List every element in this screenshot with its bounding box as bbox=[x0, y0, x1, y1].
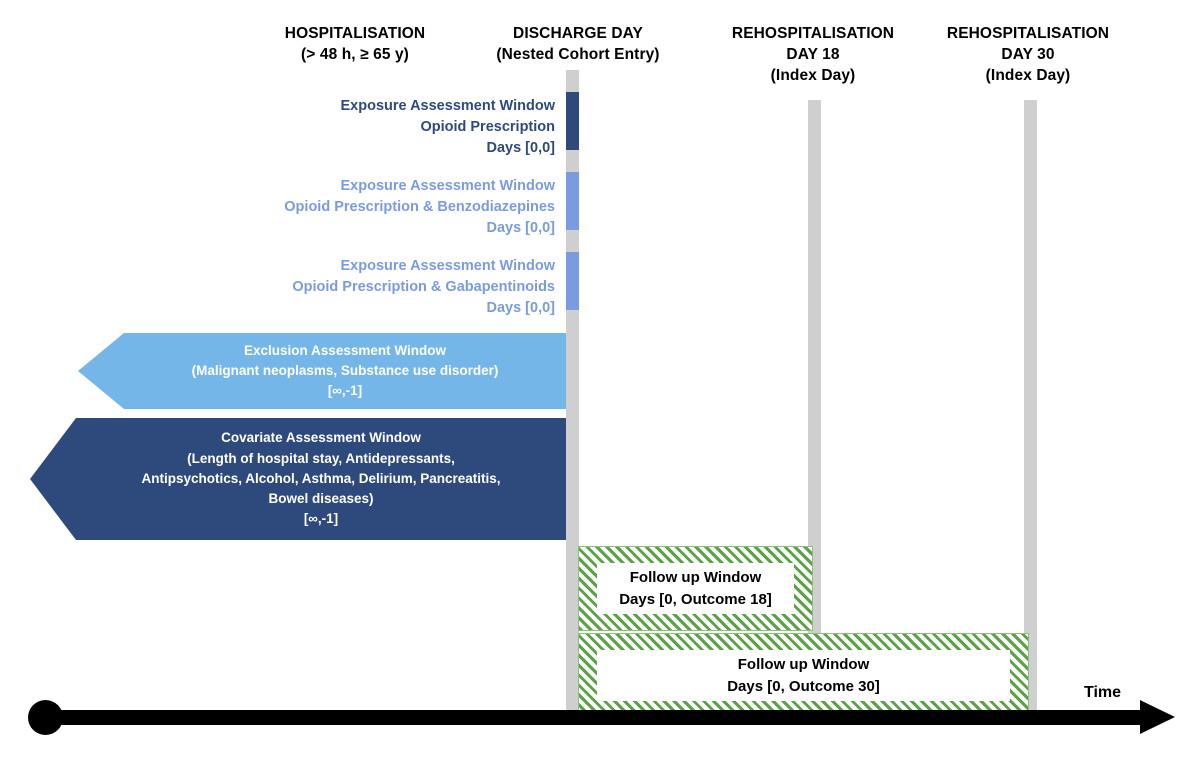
covariate-window-line4: Bowel diseases) bbox=[268, 491, 374, 507]
exposure-segment-opioid-gabapentinoids bbox=[566, 252, 579, 310]
covariate-window-line2: (Length of hospital stay, Antidepressant… bbox=[187, 450, 455, 466]
timeline-axis bbox=[45, 710, 1150, 725]
follow-up-window-18-line2: Days [0, Outcome 18] bbox=[619, 590, 772, 608]
header-rehosp-30-line2: DAY 30 bbox=[1001, 45, 1055, 63]
exposure-label-opioid-gabapentinoids: Exposure Assessment Window Opioid Prescr… bbox=[186, 256, 555, 319]
follow-up-window-18-text: Follow up Window Days [0, Outcome 18] bbox=[597, 563, 794, 614]
header-hospitalisation: HOSPITALISATION (> 48 h, ≥ 65 y) bbox=[180, 24, 530, 66]
vline-rehospitalisation-day-30 bbox=[1024, 100, 1037, 718]
exposure-segment-opioid-prescription bbox=[566, 92, 579, 150]
timeline-axis-label: Time bbox=[1084, 684, 1122, 701]
header-hospitalisation-line2: (> 48 h, ≥ 65 y) bbox=[301, 45, 409, 63]
header-rehosp-18-line3: (Index Day) bbox=[770, 66, 856, 84]
follow-up-window-30-line2: Days [0, Outcome 30] bbox=[727, 677, 880, 695]
header-rehosp-30-line3: (Index Day) bbox=[985, 66, 1071, 84]
exclusion-window-line2: (Malignant neoplasms, Substance use diso… bbox=[191, 362, 499, 378]
follow-up-window-18-line1: Follow up Window bbox=[629, 568, 762, 586]
exclusion-window-interval: [∞,-1] bbox=[327, 383, 363, 399]
exposure-label-opioid-benzodiazepines: Exposure Assessment Window Opioid Prescr… bbox=[186, 176, 555, 239]
covariate-assessment-window: Covariate Assessment Window (Length of h… bbox=[30, 418, 566, 540]
header-rehosp-30-line1: REHOSPITALISATION bbox=[946, 25, 1110, 42]
exposure-label-opioid-prescription-line2: Opioid Prescription bbox=[420, 119, 555, 136]
header-rehosp-18-line2: DAY 18 bbox=[786, 45, 840, 63]
header-discharge-day-line2: (Nested Cohort Entry) bbox=[496, 45, 660, 63]
exclusion-assessment-window: Exclusion Assessment Window (Malignant n… bbox=[78, 333, 566, 409]
exposure-label-opioid-benzodiazepines-line1: Exposure Assessment Window bbox=[340, 178, 555, 194]
covariate-window-line3: Antipsychotics, Alcohol, Asthma, Deliriu… bbox=[141, 470, 501, 486]
exclusion-window-line1: Exclusion Assessment Window bbox=[244, 342, 446, 358]
exposure-label-opioid-benzodiazepines-line2: Opioid Prescription & Benzodiazepines bbox=[284, 199, 555, 216]
exposure-label-opioid-gabapentinoids-line1: Exposure Assessment Window bbox=[340, 258, 555, 274]
header-rehospitalisation-day-30: REHOSPITALISATION DAY 30 (Index Day) bbox=[908, 24, 1148, 87]
header-hospitalisation-line1: HOSPITALISATION bbox=[284, 25, 426, 42]
exposure-label-opioid-prescription-line1: Exposure Assessment Window bbox=[340, 98, 555, 114]
exposure-label-opioid-prescription: Exposure Assessment Window Opioid Prescr… bbox=[186, 96, 555, 159]
covariate-window-interval: [∞,-1] bbox=[303, 511, 339, 527]
vline-discharge-day bbox=[566, 70, 579, 718]
header-discharge-day-line1: DISCHARGE DAY bbox=[513, 25, 643, 42]
follow-up-window-30-text: Follow up Window Days [0, Outcome 30] bbox=[597, 650, 1010, 701]
exposure-label-opioid-gabapentinoids-line2: Opioid Prescription & Gabapentinoids bbox=[292, 279, 555, 296]
exposure-label-opioid-gabapentinoids-line3: Days [0,0] bbox=[486, 300, 555, 317]
header-discharge-day: DISCHARGE DAY (Nested Cohort Entry) bbox=[438, 24, 718, 66]
exposure-label-opioid-prescription-line3: Days [0,0] bbox=[486, 140, 555, 157]
header-rehosp-18-line1: REHOSPITALISATION bbox=[731, 25, 895, 42]
header-rehospitalisation-day-18: REHOSPITALISATION DAY 18 (Index Day) bbox=[693, 24, 933, 87]
follow-up-window-30-line1: Follow up Window bbox=[737, 655, 870, 673]
follow-up-window-18: Follow up Window Days [0, Outcome 18] bbox=[578, 546, 813, 631]
exposure-segment-opioid-benzodiazepines bbox=[566, 172, 579, 230]
covariate-window-line1: Covariate Assessment Window bbox=[221, 430, 421, 446]
follow-up-window-30: Follow up Window Days [0, Outcome 30] bbox=[578, 633, 1029, 718]
timeline-arrow-icon bbox=[1140, 700, 1175, 734]
exposure-label-opioid-benzodiazepines-line3: Days [0,0] bbox=[486, 220, 555, 237]
